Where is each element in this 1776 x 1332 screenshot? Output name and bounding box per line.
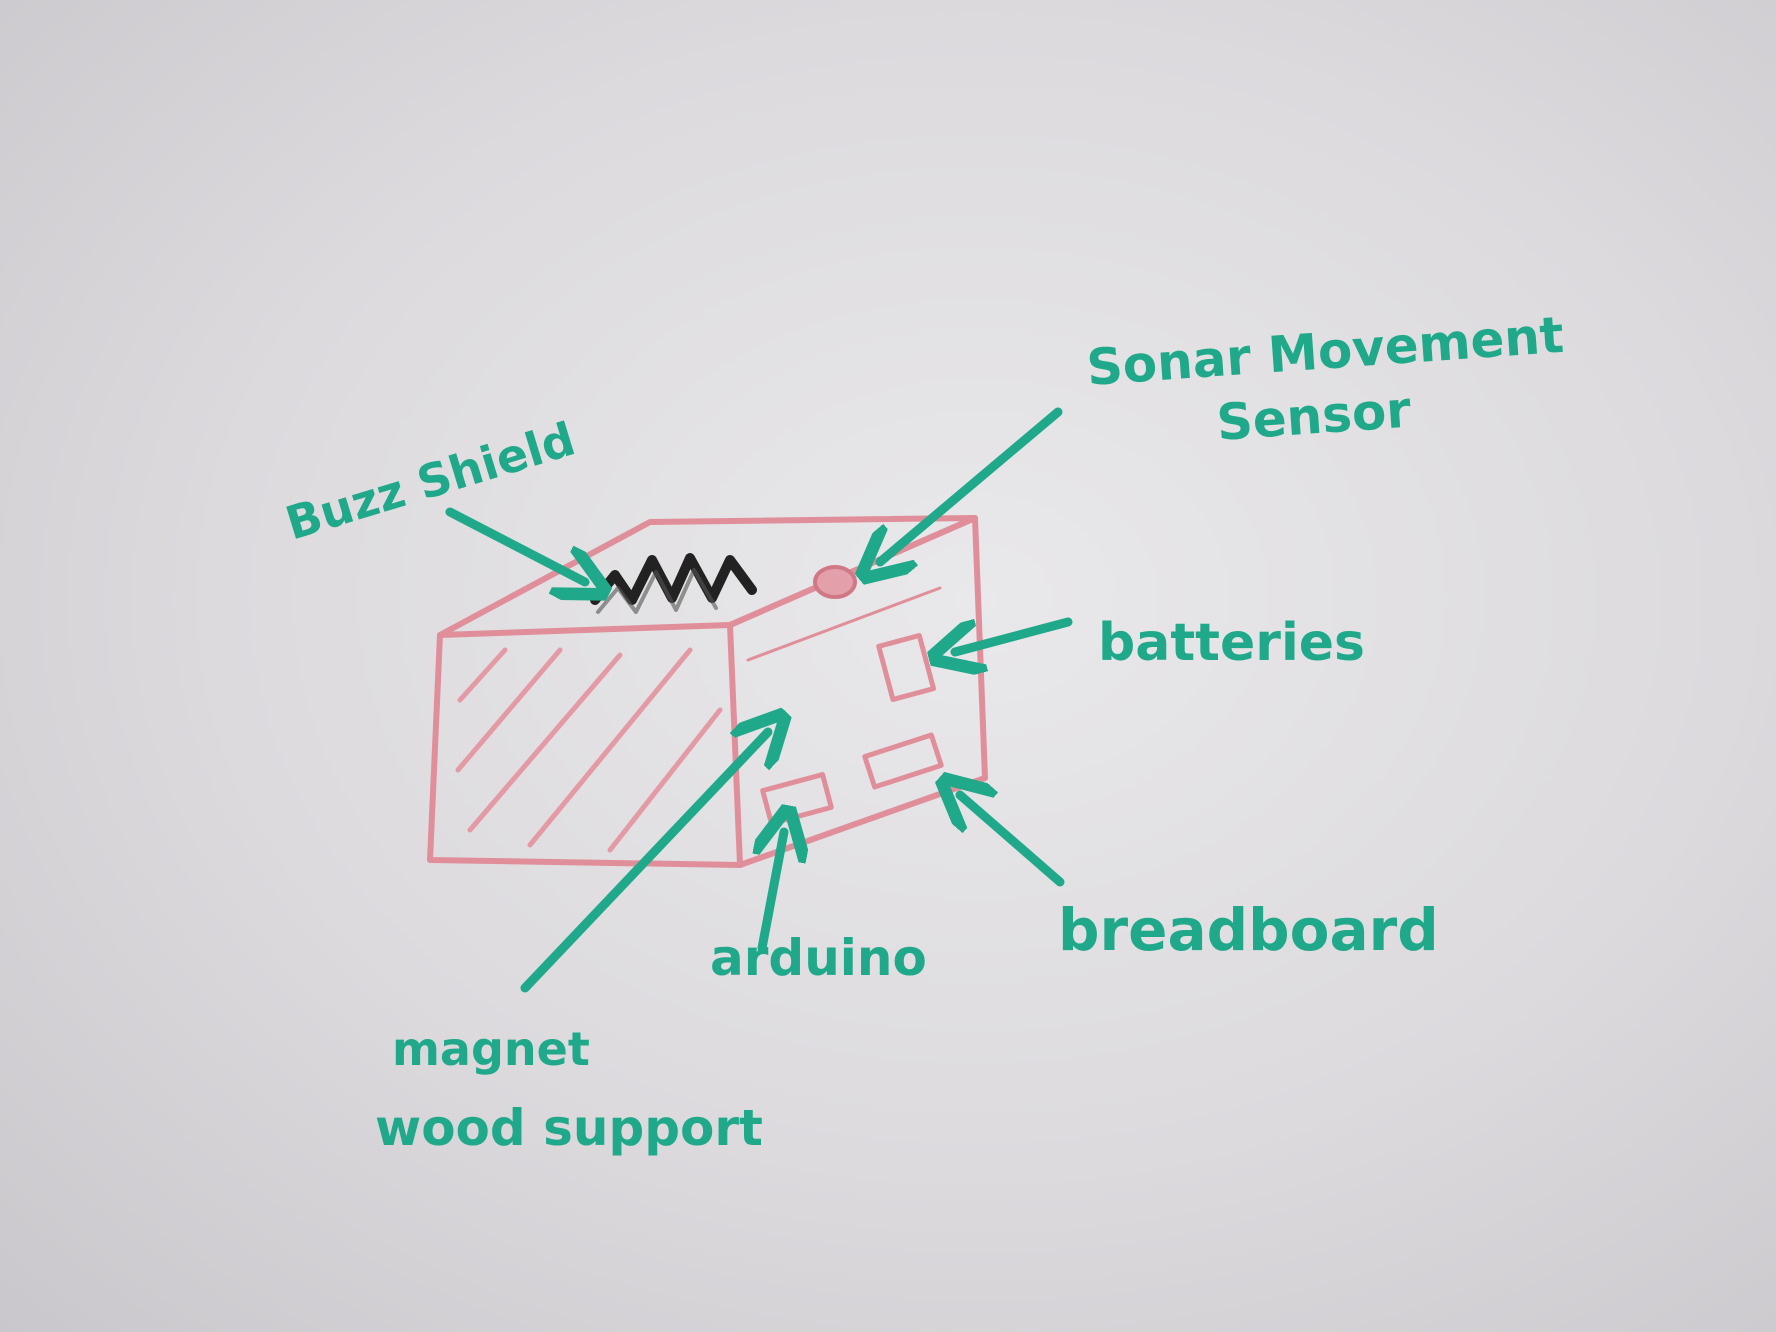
arrows: [445, 407, 1073, 993]
arrow-arduino: [762, 832, 784, 953]
arrow-sonar-sensor: [880, 407, 1063, 562]
labels: Buzz Shield Sonar Movement Sensor batter…: [279, 306, 1565, 1157]
label-arduino: arduino: [710, 929, 927, 987]
label-batteries: batteries: [1098, 613, 1365, 673]
label-magnet: magnet: [392, 1022, 590, 1076]
front-face-hatching: [455, 647, 723, 853]
arrow-breadboard: [960, 795, 1065, 887]
arrow-buzz-shield: [445, 507, 585, 582]
box-right-inner-line: [746, 586, 942, 662]
breadboard-component: [862, 732, 944, 790]
box-drawing: [427, 515, 988, 868]
label-buzz-shield: Buzz Shield: [279, 411, 581, 550]
label-breadboard: breadboard: [1058, 896, 1439, 964]
buzz-shield-zigzag: [590, 553, 757, 605]
label-sonar-line2: Sensor: [1215, 381, 1413, 452]
batteries-component: [876, 632, 937, 702]
arrow-magnet-wood-support: [520, 732, 768, 993]
label-sonar-line1: Sonar Movement: [1085, 306, 1566, 397]
box-top-face: [437, 515, 978, 638]
arduino-component: [760, 772, 834, 826]
arrow-batteries: [955, 617, 1073, 652]
sonar-sensor: [813, 565, 857, 599]
label-wood-support: wood support: [375, 1099, 763, 1157]
